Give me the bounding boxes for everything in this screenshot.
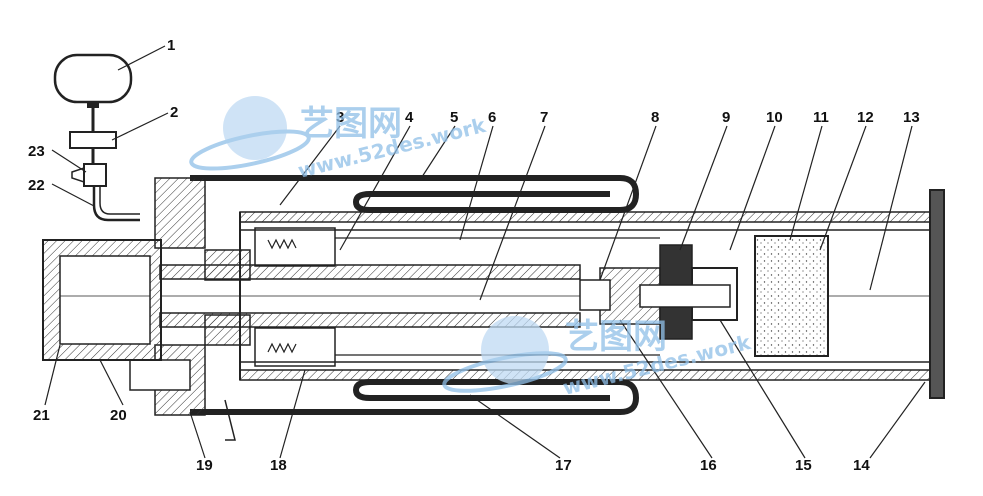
- inner-chamber: [754, 235, 930, 357]
- label-21: 21: [33, 407, 50, 424]
- label-20: 20: [110, 407, 127, 424]
- label-22: 22: [28, 177, 45, 194]
- heating-hose: [190, 175, 640, 415]
- label-13: 13: [903, 109, 920, 126]
- watermark-bottom: 艺图网 www.52des.work: [442, 316, 754, 400]
- label-8: 8: [651, 109, 659, 126]
- watermark-top: 艺图网 www.52des.work: [189, 96, 489, 183]
- label-19: 19: [196, 457, 213, 474]
- watermark-brand: 艺图网: [300, 104, 402, 144]
- central-rod: [159, 264, 611, 328]
- label-11: 11: [813, 109, 829, 126]
- label-4: 4: [405, 109, 414, 126]
- label-12: 12: [857, 109, 874, 126]
- end-plate: [929, 189, 945, 399]
- watermark-brand-2: 艺图网: [565, 317, 667, 357]
- label-3: 3: [336, 109, 344, 126]
- label-17: 17: [555, 457, 572, 474]
- pressure-gauge: [53, 53, 133, 132]
- label-10: 10: [766, 109, 783, 126]
- label-14: 14: [853, 457, 870, 474]
- leader-lines: [44, 45, 926, 459]
- label-16: 16: [700, 457, 717, 474]
- label-5: 5: [450, 109, 458, 126]
- label-2: 2: [170, 104, 178, 121]
- gauge-valve: [69, 131, 117, 165]
- watermark-globe-icon: [223, 96, 287, 160]
- head-flange: [129, 177, 251, 441]
- label-6: 6: [488, 109, 496, 126]
- label-9: 9: [722, 109, 730, 126]
- label-18: 18: [270, 457, 287, 474]
- part-labels: 1 2 3 4 5 6 7 8 9 10 11 12 13 14 15 16 1…: [28, 37, 920, 474]
- label-23: 23: [28, 143, 45, 160]
- pipe-fitting: [71, 163, 140, 222]
- label-1: 1: [167, 37, 175, 54]
- label-7: 7: [540, 109, 548, 126]
- label-15: 15: [795, 457, 812, 474]
- end-cap: [42, 239, 162, 361]
- watermark-globe-icon-2: [481, 316, 549, 384]
